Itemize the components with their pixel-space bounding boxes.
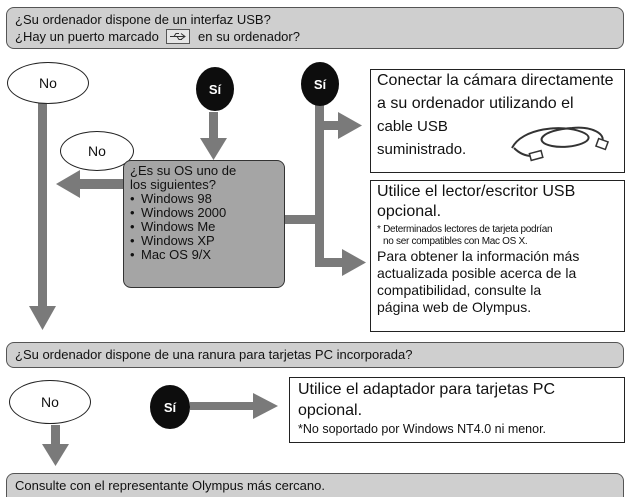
os-list-item: Mac OS 9/X: [130, 248, 278, 262]
usb-reader-info4: página web de Olympus.: [377, 299, 532, 315]
usb-question-line2-after: en su ordenador?: [198, 29, 300, 44]
final-bar: Consulte con el representante Olympus má…: [6, 473, 624, 497]
arrow-si2-down: [315, 104, 324, 124]
usb-reader-box: Utilice el lector/escritor USB opcional.…: [370, 180, 625, 332]
pc-adapter-note: *No soportado por Windows NT4.0 ni menor…: [298, 422, 547, 436]
usb-reader-note1: * Determinados lectores de tarjeta podrí…: [377, 224, 553, 235]
os-question-title-line1: ¿Es su OS uno de: [130, 163, 237, 178]
usb-direct-line2: a su ordenador utilizando el: [377, 95, 574, 112]
arrow-si3-right-shaft: [190, 402, 254, 410]
usb-question-bar: ¿Su ordenador dispone de un interfaz USB…: [6, 7, 624, 49]
usb-reader-info1: Para obtener la información más: [377, 248, 580, 264]
arrow-branch-top-head: [338, 112, 362, 139]
arrow-si3-right-head: [253, 393, 278, 419]
si-circle-usb-2: Sí: [301, 62, 339, 106]
usb-reader-note2: no ser compatibles con Mac OS X.: [383, 236, 528, 247]
si-label: Sí: [313, 76, 327, 92]
pc-adapter-line2: opcional.: [298, 402, 363, 419]
arrow-branch-bottom: [315, 258, 343, 267]
no-label: No: [41, 394, 59, 410]
usb-question-line2: ¿Hay un puerto marcado en su ordenador?: [15, 28, 615, 45]
arrow-branch-vertical: [315, 121, 324, 265]
arrow-si-down-shaft: [209, 112, 218, 140]
os-list-item: Windows 98: [130, 192, 278, 206]
arrow-os-left-shaft: [78, 179, 123, 189]
no-oval-pc-card: No: [9, 380, 91, 424]
os-list-item: Windows XP: [130, 234, 278, 248]
usb-reader-line2: opcional.: [377, 203, 442, 220]
final-text: Consulte con el representante Olympus má…: [15, 478, 325, 493]
arrow-no-down-shaft: [38, 96, 47, 308]
si-circle-usb: Sí: [196, 67, 234, 111]
arrow-si-down-head: [200, 138, 227, 160]
arrow-branch-bottom-head: [342, 249, 366, 276]
no-oval-os: No: [60, 131, 134, 171]
os-list-item: Windows 2000: [130, 206, 278, 220]
usb-reader-info3: compatibilidad, consulte la: [377, 282, 542, 298]
os-list: Windows 98 Windows 2000 Windows Me Windo…: [130, 192, 278, 262]
usb-port-icon: [166, 29, 191, 45]
usb-cable-icon: [502, 118, 612, 170]
no-oval-usb: No: [7, 62, 89, 104]
arrow-os-left-head: [56, 170, 80, 198]
os-list-item: Windows Me: [130, 220, 278, 234]
arrow-no-down-head: [29, 306, 56, 330]
si-label: Sí: [208, 81, 222, 97]
usb-direct-line4: suministrado.: [377, 141, 467, 158]
si-circle-pc-card: Sí: [150, 385, 190, 429]
pc-card-question-text: ¿Su ordenador dispone de una ranura para…: [15, 347, 413, 362]
usb-direct-line1: Conectar la cámara directamente: [377, 72, 614, 89]
arrow-no2-down-shaft: [51, 425, 60, 447]
os-question-box: ¿Es su OS uno de los siguientes? Windows…: [123, 160, 285, 288]
pc-adapter-box: Utilice el adaptador para tarjetas PC op…: [289, 377, 625, 443]
no-label: No: [88, 143, 106, 159]
usb-reader-line1: Utilice el lector/escritor USB: [377, 183, 576, 200]
arrow-branch-top: [315, 121, 339, 130]
usb-question-line2-before: ¿Hay un puerto marcado: [15, 29, 159, 44]
usb-direct-box: Conectar la cámara directamente a su ord…: [370, 69, 625, 173]
arrow-no2-down-head: [42, 444, 69, 466]
usb-question-line1: ¿Su ordenador dispone de un interfaz USB…: [15, 12, 271, 27]
os-question-title-line2: los siguientes?: [130, 177, 216, 192]
arrow-os-right-stub: [285, 215, 315, 224]
si-label: Sí: [163, 399, 177, 415]
usb-reader-info2: actualizada posible acerca de la: [377, 265, 577, 281]
pc-adapter-line1: Utilice el adaptador para tarjetas PC: [298, 381, 556, 398]
no-label: No: [39, 75, 57, 91]
pc-card-question-bar: ¿Su ordenador dispone de una ranura para…: [6, 342, 624, 368]
usb-direct-line3: cable USB: [377, 118, 448, 135]
